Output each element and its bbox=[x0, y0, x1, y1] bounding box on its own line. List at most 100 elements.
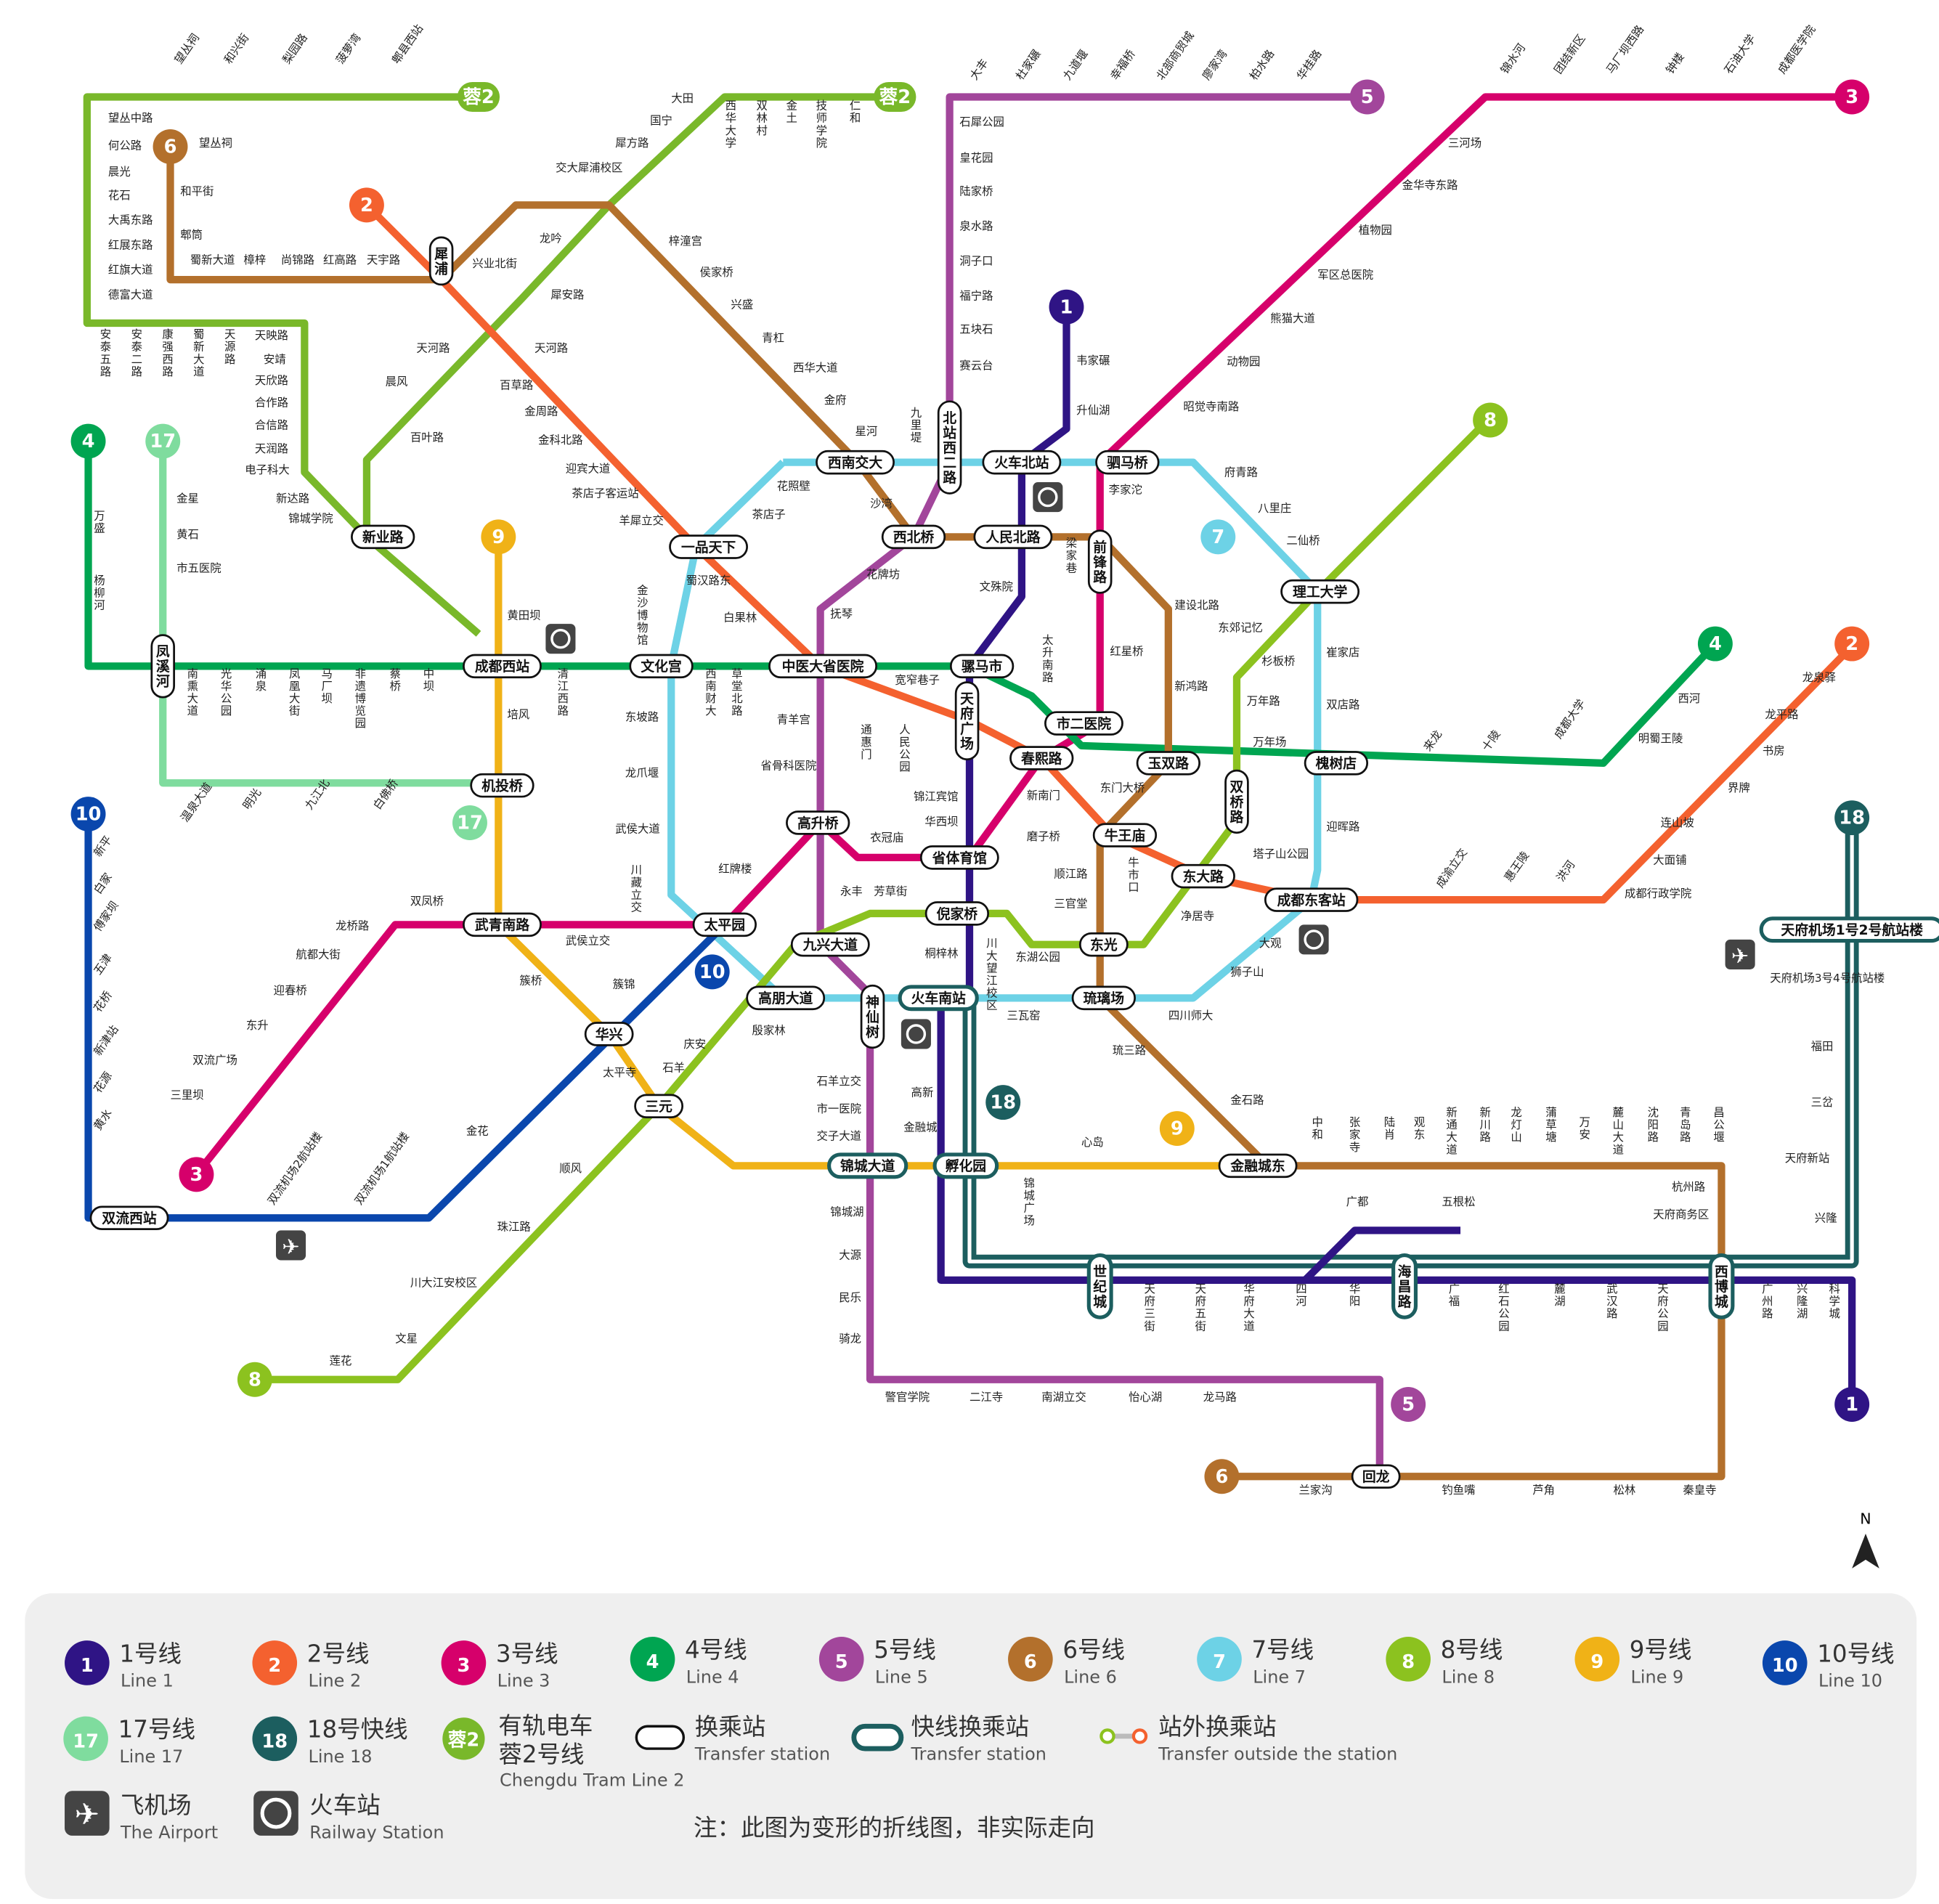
station[interactable]: 警官学院 bbox=[885, 1390, 930, 1404]
station[interactable]: 广都 bbox=[1346, 1195, 1369, 1208]
transfer-station[interactable]: 机投桥 bbox=[470, 773, 534, 798]
station[interactable]: 珠江路 bbox=[497, 1220, 531, 1233]
line-badge-l2[interactable]: 2 bbox=[349, 187, 384, 223]
station[interactable]: 龙桥路 bbox=[336, 919, 369, 932]
station[interactable]: 羊犀立交 bbox=[619, 514, 664, 527]
station[interactable]: 大源 bbox=[839, 1249, 861, 1262]
line-badge-l9[interactable]: 9 bbox=[481, 519, 516, 555]
line-badge-l5[interactable]: 5 bbox=[1391, 1387, 1426, 1422]
station[interactable]: 天河路 bbox=[534, 341, 568, 354]
station[interactable]: 衣冠庙 bbox=[870, 831, 903, 845]
station[interactable]: 明蜀王陵 bbox=[1638, 732, 1683, 745]
station[interactable]: 合信路 bbox=[255, 418, 288, 431]
station[interactable]: 麓山大道麓山大道 bbox=[0, 0, 1624, 1156]
station[interactable]: 和兴街 bbox=[221, 31, 251, 66]
station[interactable]: 金石路 bbox=[1230, 1094, 1264, 1107]
station[interactable]: 青杠 bbox=[762, 332, 784, 345]
station[interactable]: 兴业北街 bbox=[472, 257, 517, 270]
station[interactable]: 兴盛 bbox=[731, 298, 753, 311]
station[interactable]: 双流广场 bbox=[192, 1054, 237, 1067]
station[interactable]: 太升南路太升南路 bbox=[0, 0, 1054, 684]
station[interactable]: 民乐 bbox=[839, 1291, 861, 1304]
station[interactable]: 天河路 bbox=[416, 341, 450, 354]
station[interactable]: 青岛路青岛路 bbox=[0, 0, 1691, 1144]
station[interactable]: 福田 bbox=[1811, 1040, 1834, 1053]
station[interactable]: 万安万安 bbox=[0, 0, 1590, 1142]
transfer-station[interactable]: 华兴 bbox=[584, 1022, 634, 1046]
station[interactable]: 金华寺东路 bbox=[1402, 179, 1458, 192]
line-badge-l17[interactable]: 17 bbox=[452, 805, 487, 840]
station[interactable]: 塔子山公园 bbox=[1253, 847, 1309, 861]
station[interactable]: 蒲草塘蒲草塘 bbox=[0, 0, 1557, 1144]
station[interactable]: 万年路 bbox=[1247, 694, 1280, 707]
line-badge-l10[interactable]: 10 bbox=[694, 954, 730, 990]
station[interactable]: 傅家坝 bbox=[91, 899, 121, 934]
station[interactable]: 顺风 bbox=[559, 1162, 582, 1175]
transfer-station[interactable]: 神仙树神仙树 bbox=[0, 0, 885, 1049]
station[interactable]: 天润路 bbox=[255, 442, 288, 455]
station[interactable]: 梨园路 bbox=[280, 31, 310, 66]
station[interactable]: 洪河 bbox=[1554, 858, 1577, 884]
station[interactable]: 广州路广州路 bbox=[0, 0, 1773, 1320]
station[interactable]: 天府公园天府公园 bbox=[0, 0, 1669, 1333]
station[interactable]: 十陵 bbox=[1479, 728, 1503, 754]
station[interactable]: 武侯大道 bbox=[615, 823, 660, 836]
station[interactable]: 大面铺 bbox=[1653, 853, 1686, 866]
station[interactable]: 金周路 bbox=[524, 405, 558, 418]
station[interactable]: 马厂坝马厂坝 bbox=[0, 0, 333, 705]
station[interactable]: 四川师大 bbox=[1168, 1009, 1214, 1022]
transfer-station[interactable]: 西博城西博城 bbox=[0, 0, 1735, 1319]
station[interactable]: 双流机场2航站楼 bbox=[265, 1130, 325, 1208]
station[interactable]: 中和中和 bbox=[0, 0, 1323, 1142]
transfer-station[interactable]: 世纪城世纪城 bbox=[0, 0, 1113, 1319]
station[interactable]: 南湖立交 bbox=[1041, 1391, 1086, 1404]
station[interactable]: 太平寺 bbox=[603, 1066, 636, 1079]
transfer-station[interactable]: 天府机场1号2号航站楼 bbox=[1759, 916, 1939, 943]
station[interactable]: 军区总医院 bbox=[1317, 267, 1373, 281]
station[interactable]: 安泰五路安泰五路 bbox=[0, 0, 111, 378]
station[interactable]: 建设北路 bbox=[1174, 599, 1219, 612]
station[interactable]: 洞子口 bbox=[959, 255, 993, 268]
station[interactable]: 梓潼宫 bbox=[669, 235, 702, 248]
station[interactable]: 何公路 bbox=[108, 139, 142, 152]
station[interactable]: 双流机场1航站楼 bbox=[352, 1130, 412, 1208]
station[interactable]: 新津站 bbox=[91, 1023, 121, 1058]
station[interactable]: 科学城科学城 bbox=[0, 0, 1840, 1320]
station[interactable]: 琉三路 bbox=[1113, 1043, 1146, 1057]
station[interactable]: 成都大学 bbox=[1551, 697, 1588, 741]
station[interactable]: 文星 bbox=[395, 1332, 418, 1345]
transfer-station[interactable]: 三元 bbox=[634, 1094, 684, 1118]
station[interactable]: 石羊 bbox=[662, 1061, 685, 1074]
station[interactable]: 泉水路 bbox=[959, 220, 993, 233]
station[interactable]: 百叶路 bbox=[410, 431, 444, 444]
station[interactable]: 天欣路 bbox=[255, 374, 288, 387]
station[interactable]: 杜家碾 bbox=[1013, 47, 1043, 82]
transfer-station[interactable]: 太平园 bbox=[692, 912, 757, 937]
line-badge-l3[interactable]: 3 bbox=[179, 1157, 214, 1192]
line-badge-l2[interactable]: 2 bbox=[1834, 626, 1870, 662]
transfer-station[interactable]: 文化宫 bbox=[629, 654, 694, 679]
station[interactable]: 幸福桥 bbox=[1107, 47, 1137, 82]
station[interactable]: 迎晖路 bbox=[1326, 820, 1359, 833]
line-badge-l6[interactable]: 6 bbox=[1204, 1459, 1240, 1494]
transfer-station[interactable]: 玉双路 bbox=[1136, 751, 1200, 776]
line-badge-l4[interactable]: 4 bbox=[70, 423, 106, 459]
transfer-station[interactable]: 高升桥 bbox=[786, 810, 850, 835]
station[interactable]: 尚锦路 bbox=[281, 253, 314, 267]
transfer-station[interactable]: 琉璃场 bbox=[1071, 985, 1136, 1011]
transfer-station[interactable]: 中医大省医院 bbox=[768, 654, 878, 679]
station[interactable]: 李家沱 bbox=[1109, 483, 1142, 496]
station[interactable]: 侯家桥 bbox=[700, 266, 733, 279]
line-badge-l10[interactable]: 10 bbox=[70, 797, 106, 831]
station[interactable]: 技师学院技师学院 bbox=[0, 0, 827, 150]
station[interactable]: 郫筒 bbox=[180, 229, 203, 242]
station[interactable]: 成渝立交 bbox=[1434, 846, 1470, 890]
transfer-station[interactable]: 火车南站 bbox=[898, 985, 979, 1012]
station[interactable]: 市五医院 bbox=[176, 561, 221, 574]
station[interactable]: 钓鱼嘴 bbox=[1442, 1484, 1475, 1497]
station[interactable]: 三里坝 bbox=[171, 1089, 204, 1102]
station[interactable]: 培风 bbox=[507, 708, 529, 721]
station[interactable]: 福宁路 bbox=[959, 289, 993, 302]
station[interactable]: 合作路 bbox=[255, 396, 288, 410]
station[interactable]: 迎宾大道 bbox=[566, 462, 611, 475]
